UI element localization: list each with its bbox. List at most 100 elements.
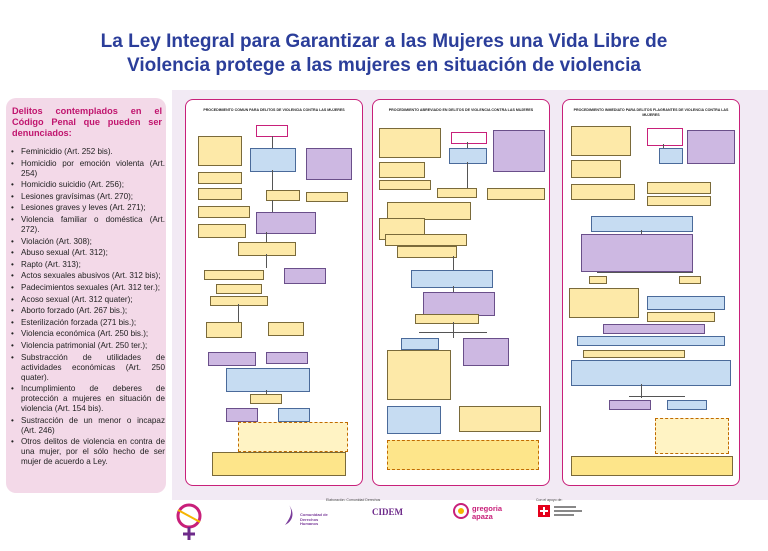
flow-box (667, 400, 707, 410)
flow-box (198, 172, 242, 184)
flow-box (198, 188, 242, 200)
flowchart-common-procedure: PROCEDIMIENTO COMUN PARA DELITOS DE VIOL… (185, 99, 363, 486)
crime-item: Esterilización forzada (271 bis.); (11, 318, 165, 328)
crime-item: Homicidio suicidio (Art. 256); (11, 180, 165, 190)
flow-box (278, 408, 310, 422)
flow-box (571, 160, 621, 178)
crime-item: Violencia familiar o doméstica (Art. 272… (11, 215, 165, 235)
flow-box (647, 128, 683, 146)
crime-item: Violencia patrimonial (Art. 250 ter.); (11, 341, 165, 351)
flow-box (387, 202, 471, 220)
crimes-heading: Delitos contemplados en el Código Penal … (12, 106, 162, 138)
flow-box (401, 338, 439, 350)
flowchart-immediate-procedure: PROCEDIMIENTO INMEDIATO PARA DELITOS FLA… (562, 99, 740, 486)
page-title: La Ley Integral para Garantizar a las Mu… (0, 30, 768, 78)
flow-box (250, 394, 282, 404)
flow-box (387, 406, 441, 434)
flow-box (459, 406, 541, 432)
flow-box (198, 224, 246, 238)
flow-box (250, 148, 296, 172)
flow-box (423, 292, 495, 316)
flow-box (256, 212, 316, 234)
crime-item: Feminicidio (Art. 252 bis). (11, 147, 165, 157)
flow-box (487, 188, 545, 200)
flowchart-title: PROCEDIMIENTO COMUN PARA DELITOS DE VIOL… (203, 108, 345, 112)
flow-box (589, 276, 607, 284)
cidem-logo-text: CIDEM (372, 507, 403, 517)
flowchart-abbreviated-procedure: PROCEDIMIENTO ABREVIADO EN DELITOS DE VI… (372, 99, 550, 486)
flowchart-title: PROCEDIMIENTO INMEDIATO PARA DELITOS FLA… (573, 108, 729, 117)
flow-box (198, 206, 250, 218)
flow-box (647, 182, 711, 194)
flow-box (569, 288, 639, 318)
flow-box (603, 324, 705, 334)
flow-box (687, 130, 735, 164)
crime-item: Actos sexuales abusivos (Art. 312 bis); (11, 271, 165, 281)
flow-box (266, 352, 308, 364)
flow-box (212, 452, 346, 476)
flow-box (226, 368, 310, 392)
crime-item: Abuso sexual (Art. 312); (11, 248, 165, 258)
flow-box (609, 400, 651, 410)
flow-box (493, 130, 545, 172)
cosude-logo-line (554, 510, 582, 512)
gregoria-logo-text: gregoria apaza (472, 504, 503, 521)
flow-box (415, 314, 479, 324)
flow-box (571, 360, 731, 386)
flow-box (451, 132, 487, 144)
flow-box (284, 268, 326, 284)
cosude-logo-line (554, 506, 576, 508)
flow-box (306, 192, 348, 202)
flow-box (679, 276, 701, 284)
cosude-logo-line (554, 514, 574, 516)
comite-logo (176, 503, 202, 540)
crime-item: Acoso sexual (Art. 312 quater); (11, 295, 165, 305)
flow-box (238, 242, 296, 256)
crime-item: Otros delitos de violencia en contra de … (11, 437, 165, 467)
flow-box (581, 234, 693, 272)
crime-item: Sustracción de un menor o incapaz (Art. … (11, 416, 165, 436)
flow-box (306, 148, 352, 180)
gregoria-logo (453, 503, 469, 519)
crime-item: Substracción de utilidades de actividade… (11, 353, 165, 383)
flow-box (571, 126, 631, 156)
flow-box (647, 196, 711, 206)
flow-box (411, 270, 493, 288)
flow-box (655, 418, 729, 454)
flow-box (387, 350, 451, 400)
elaboration-label: Elaboración: Comunidad Derechos (326, 498, 381, 502)
crime-item: Violación (Art. 308); (11, 237, 165, 247)
page-title-line-1: La Ley Integral para Garantizar a las Mu… (100, 31, 668, 52)
flow-box (379, 162, 425, 178)
flow-box (571, 456, 733, 476)
flow-box (571, 184, 635, 200)
flow-box (268, 322, 304, 336)
flow-box (238, 422, 348, 452)
flow-box (647, 296, 725, 310)
crime-item: Lesiones graves y leves (Art. 271); (11, 203, 165, 213)
flow-box (659, 148, 683, 164)
flow-box (591, 216, 693, 232)
page-title-line-2: Violencia protege a las mujeres en situa… (127, 55, 641, 76)
flowchart-title: PROCEDIMIENTO ABREVIADO EN DELITOS DE VI… (388, 108, 534, 112)
comunidad-logo-text: Comunidad de Derechos Humanos (300, 512, 328, 527)
crime-item: Homicidio por emoción violenta (Art. 254… (11, 159, 165, 179)
crime-item: Rapto (Art. 313); (11, 260, 165, 270)
crime-item: Violencia económica (Art. 250 bis.); (11, 329, 165, 339)
flow-box (206, 322, 242, 338)
flow-box (379, 128, 441, 158)
flow-box (449, 148, 487, 164)
flow-box (385, 234, 467, 246)
comunidad-logo (285, 505, 293, 525)
flow-box (266, 190, 300, 201)
crime-item: Padecimientos sexuales (Art. 312 ter.); (11, 283, 165, 293)
flow-box (210, 296, 268, 306)
flow-box (216, 284, 262, 294)
crime-item: Incumplimiento de deberes de protección … (11, 384, 165, 414)
flow-box (397, 246, 457, 258)
flow-box (198, 136, 242, 166)
flow-box (226, 408, 258, 422)
flow-box (387, 440, 539, 470)
flow-box (463, 338, 509, 366)
flow-box (204, 270, 264, 280)
